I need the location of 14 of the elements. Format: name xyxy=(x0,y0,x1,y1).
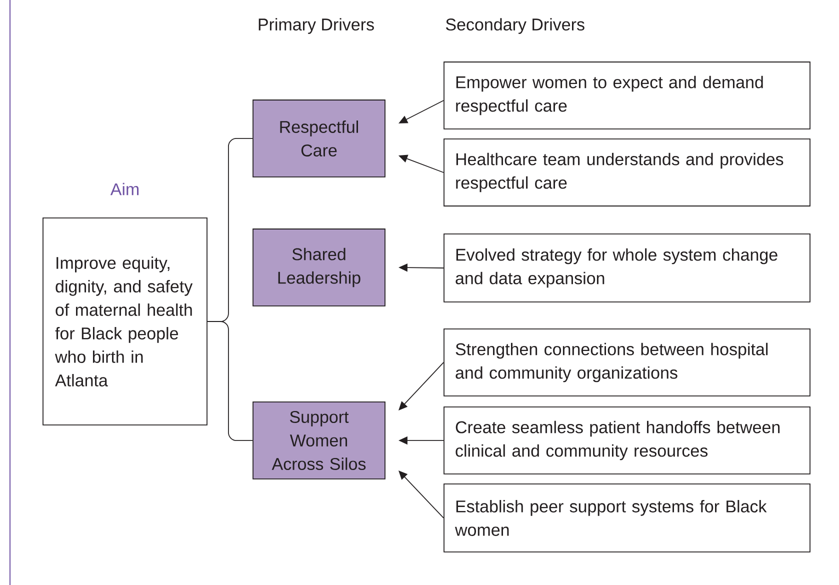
secondary-driver-box: Empower women to expect and demand respectful care xyxy=(444,62,810,130)
secondary-driver-box: Establish peer support systems for Black women xyxy=(444,484,810,552)
aim-heading: Aim xyxy=(110,182,139,196)
column-heading: Primary Drivers xyxy=(258,18,374,34)
secondary-driver-box: Evolved strategy for whole system change and data expansion xyxy=(444,234,810,302)
column-heading: Secondary Drivers xyxy=(446,18,584,34)
secondary-driver-box: Strengthen connections between hospital and community organizations xyxy=(444,328,810,396)
primary-driver-box: Respectful Care xyxy=(252,100,386,178)
secondary-driver-box: Create seamless patient handoffs between clinical and community resources xyxy=(444,406,810,474)
bracket-line xyxy=(207,321,253,441)
primary-driver-box: Support Women Across Silos xyxy=(252,402,386,480)
primary-driver-box: Shared Leadership xyxy=(252,228,386,306)
aim-box: Improve equity, dignity, and safety of maternal health for Black people who birth in Atlanta xyxy=(42,218,208,426)
secondary-driver-box: Healthcare team understands and provides respectful care xyxy=(444,138,810,206)
